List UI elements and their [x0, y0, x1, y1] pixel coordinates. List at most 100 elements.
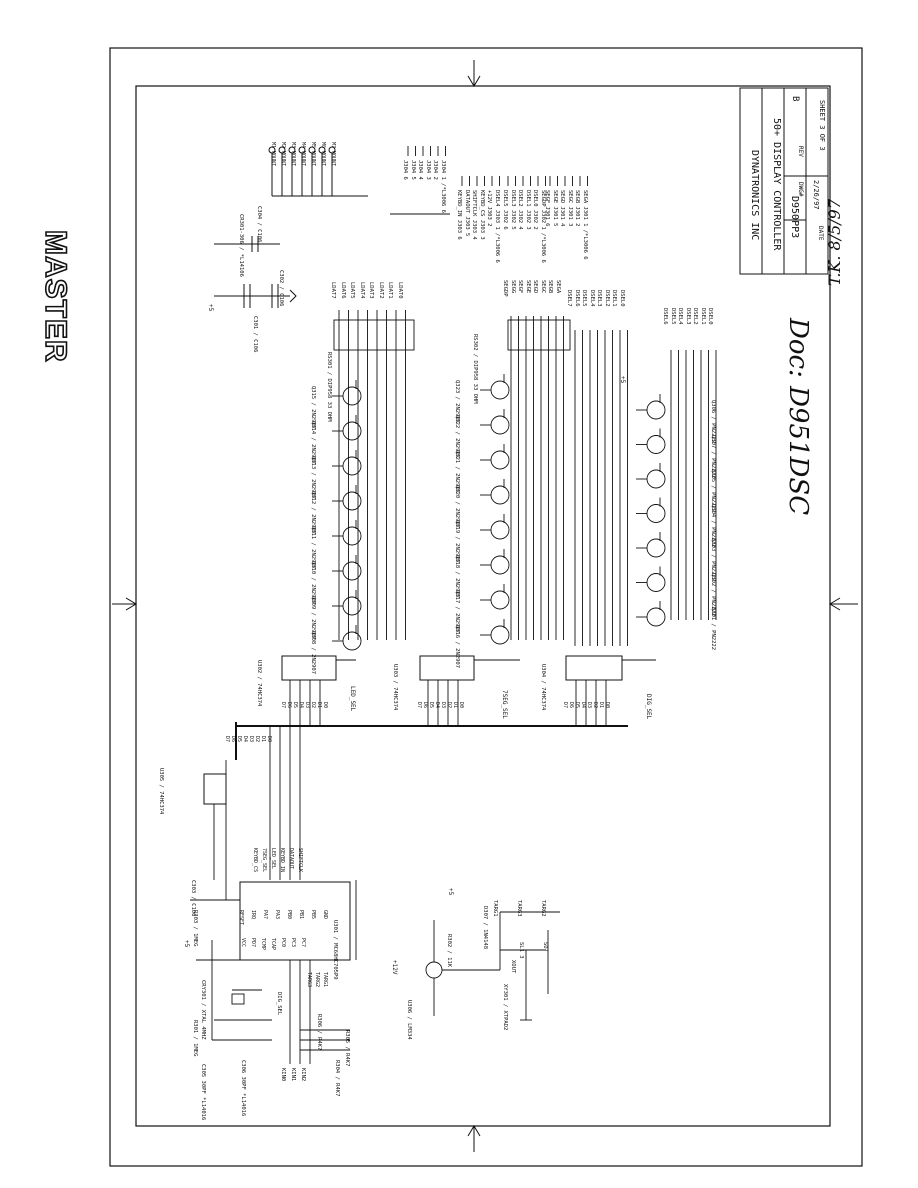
bus-bit-label: D0 [604, 702, 610, 709]
center-arrows [112, 60, 858, 1152]
cap-cr301-label: CR301-306 / *L14106 [238, 214, 244, 277]
title-block [739, 87, 829, 275]
c305-label: C305 30PF *L14016 [200, 1064, 206, 1121]
transistor-symbol [490, 625, 510, 645]
led-line-label: LDAT0 [396, 282, 403, 299]
rev-value: B [790, 96, 800, 102]
dwg-number: D950PP3 [789, 196, 800, 239]
connector-pin-label: J304 5 [409, 160, 416, 180]
c303-label: C303 / C106 [190, 880, 196, 917]
bus-bit-label: D0 [322, 702, 328, 709]
dsel-lower-label: DSEL6 [662, 308, 668, 325]
dsel-upper-label: DSEL7 [566, 290, 572, 307]
mount-symbols [268, 146, 368, 197]
bus-bit-label: D0 [458, 702, 464, 709]
chip-u304-label: U304 / 74HC374 [540, 664, 546, 711]
dsel-lower-label: DSEL0 [707, 308, 713, 325]
mcu-net-label: 7SEG_SEL [261, 848, 267, 873]
master-stamp: MASTER [38, 229, 73, 363]
dsel-upper-label: DSEL4 [588, 290, 595, 307]
bus-bit-label: D0 [266, 736, 272, 743]
connector-pin-label: KEYBD_CS J303 3 [478, 190, 485, 240]
drawing-title: 50+ DISPLAY CONTROLLER [771, 118, 782, 251]
company-name: DYNATRONICS INC [749, 150, 760, 241]
connector-stubs [390, 146, 588, 215]
initials-handwritten: T.K. 8/5/97 [825, 198, 844, 286]
transistor-symbol [342, 631, 362, 651]
chip-bus-lines [289, 659, 656, 726]
dsel-upper-label: DSEL1 [611, 290, 617, 307]
seg-line-label: SEGA [554, 280, 561, 294]
mcu-pin-left: TCMP [260, 938, 266, 951]
dsel-lower-label: DSEL4 [677, 308, 683, 325]
transistor-symbol [490, 485, 510, 505]
transistor-symbol [646, 504, 666, 523]
chip-u301-label: U301 / MC68HC705P9 [332, 920, 338, 980]
transistor-symbol [490, 555, 510, 575]
s-label: SL1 3 [518, 942, 524, 959]
chip-u305-label: U305 / 74HC374 [158, 768, 164, 815]
inner-border [135, 85, 831, 1127]
seg-line-label: SEGDP [502, 280, 508, 297]
dsel-upper-label: DSEL6 [573, 290, 580, 307]
transistor-symbol [646, 435, 666, 454]
connector-pin-label: +12V J303 2 [486, 190, 492, 227]
transistor-label: Q308 / 2N2907 [310, 631, 316, 675]
r306-label: R306 / R4K7 [316, 1014, 322, 1051]
mcu-net-label: DATAOUT [288, 848, 294, 870]
chip-u302-label: U302 / 74HC374 [256, 660, 262, 707]
chip-u306-label: U306 / LM334 [406, 1000, 412, 1040]
seg-line-label: SEGB [547, 280, 553, 294]
mount-label: M2 MOUNT [280, 142, 286, 167]
mcu-net-label: TARG2 [314, 972, 320, 988]
connector-pin-label: SEGF J301 6 [544, 190, 550, 227]
mcu-net-label: TARG3 [306, 972, 312, 988]
s-label: SOT [542, 942, 548, 952]
led-line-label: LDAT5 [349, 282, 355, 299]
c306-label: C306 30PF *L14016 [240, 1060, 246, 1117]
xout-label: XOUT [510, 960, 516, 974]
connector-pin-label: J304 4 [417, 160, 423, 180]
mcu-pin-left: PD7 [250, 938, 256, 948]
dsel-upper-label: DSEL5 [581, 290, 587, 307]
cry301-label: CRY301 / XTAL 4MHZ [200, 980, 206, 1040]
xy301-label: XY301 / XTPAD2 [502, 984, 508, 1031]
mcu-pin-right: IRQ [250, 910, 256, 920]
led-line-label: LDAT4 [358, 282, 365, 299]
dwg-label: DWG# [797, 182, 804, 197]
mcu-circuit [190, 726, 560, 1064]
supply-5v-label: +5 [619, 376, 626, 384]
targ-label: TARG1 [492, 900, 498, 917]
mcu-net-label: TARG1 [322, 972, 328, 988]
doc-handwritten: Doc: D951DSC [783, 317, 813, 515]
transistor-symbol [646, 607, 666, 627]
transistor-symbol [646, 400, 666, 420]
connector-pin-label: DSEL2 J302 4 [517, 190, 523, 230]
mount-label: M6 MOUNT [320, 142, 326, 167]
mount-label: M3 MOUNT [290, 142, 296, 167]
date-label: DATE [817, 226, 824, 241]
mount-label: M4 MOUNT [300, 142, 306, 167]
connector-pin-label: SEGC J301 3 [566, 190, 573, 227]
mcu-net-label: SHIFTCLK [297, 848, 303, 873]
mcu-net-label: DIG_SEL [276, 992, 282, 1016]
dsel-upper-label: DSEL3 [596, 290, 602, 307]
supply-12v-label: +12V [391, 960, 398, 975]
mcu-pin-left: PC7 [300, 938, 306, 948]
resistor-networks [333, 310, 717, 646]
mount-label: M1 MOUNT [270, 142, 276, 167]
mcu-pin-left: TCAP [270, 938, 276, 951]
d307-label: D307 / 1N4148 [482, 906, 488, 950]
connector-pin-label: KEYBD_IN J303 6 [456, 190, 462, 240]
mcu-pin-right: PA3 [274, 910, 280, 920]
led-sel-label: LED_SEL [349, 686, 356, 712]
connector-pin-label: SEGE J301 5 [551, 190, 558, 227]
transistor-symbol [490, 450, 510, 470]
led-line-label: LDAT3 [368, 282, 374, 299]
targ-label: TARG3 [516, 900, 522, 917]
connector-pin-label: J304 3 [424, 160, 431, 180]
data-bus [235, 722, 628, 760]
led-line-label: LDAT2 [377, 282, 384, 299]
mcu-pin-left: PC0 [280, 938, 286, 948]
mcu-pin-left: PC3 [290, 938, 296, 948]
